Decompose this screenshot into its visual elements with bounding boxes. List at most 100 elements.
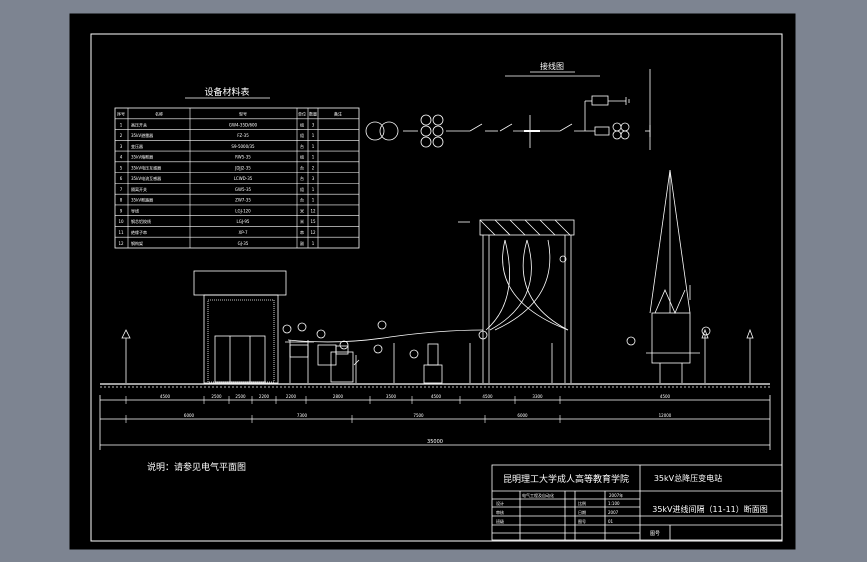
table-cell-qty: 12 bbox=[310, 230, 316, 235]
title-left-label-2: 审核 bbox=[496, 509, 504, 515]
table-cell-name: 35kV熔断器 bbox=[131, 154, 153, 160]
wiring-title: 接线图 bbox=[540, 61, 564, 71]
table-cell-name: 35kV避雷器 bbox=[131, 132, 153, 138]
table-cell-model: XP-7 bbox=[238, 230, 248, 235]
table-cell-name: 钢构架 bbox=[131, 240, 143, 246]
dimension-label: 6000 bbox=[184, 413, 195, 418]
dimension-label: 6000 bbox=[517, 413, 528, 418]
drawing-name: 35kV进线间隔（11-11）断面图 bbox=[652, 504, 768, 514]
title-left-label-1: 设计 bbox=[496, 500, 504, 506]
dimension-label: 4500 bbox=[160, 394, 171, 399]
table-cell-name: 变压器 bbox=[131, 143, 143, 149]
table-cell-no: 3 bbox=[120, 144, 123, 149]
dimension-label: 7300 bbox=[297, 413, 308, 418]
table-cell-name: 高压开关 bbox=[131, 121, 147, 127]
table-cell-no: 5 bbox=[120, 165, 123, 170]
dimension-label: 12000 bbox=[659, 413, 672, 418]
table-cell-qty: 3 bbox=[312, 176, 315, 181]
title-mid-label-2: 日期 bbox=[578, 509, 586, 515]
drawing-sheet bbox=[69, 13, 796, 550]
drawing-note: 说明：请参见电气平面图 bbox=[147, 461, 246, 473]
table-cell-qty: 1 bbox=[312, 187, 315, 192]
title-left-value-1: 电气工程及自动化 bbox=[522, 492, 554, 498]
table-cell-name: 导线 bbox=[131, 207, 139, 213]
dimension-label: 2500 bbox=[211, 394, 222, 399]
table-cell-model: JDJJ2-35 bbox=[234, 165, 251, 170]
title-left-label-3: 班级 bbox=[496, 518, 504, 524]
table-cell-qty: 1 bbox=[312, 133, 315, 138]
table-cell-qty: 1 bbox=[312, 198, 315, 203]
table-cell-unit: 副 bbox=[300, 240, 304, 246]
sheet-label: 图号 bbox=[650, 531, 660, 537]
table-cell-unit: 组 bbox=[300, 132, 304, 138]
table-cell-no: 9 bbox=[120, 208, 123, 213]
table-cell-model: S9-5000/35 bbox=[231, 144, 255, 149]
table-cell-unit: 台 bbox=[300, 197, 304, 203]
dimension-label: 3300 bbox=[532, 394, 543, 399]
table-cell-no: 8 bbox=[120, 198, 123, 203]
table-cell-name: 隔离开关 bbox=[131, 186, 147, 192]
table-cell-unit: 米 bbox=[300, 207, 304, 213]
table-cell-unit: 米 bbox=[300, 218, 304, 224]
table-header-cell: 型号 bbox=[239, 111, 247, 117]
table-cell-qty: 1 bbox=[312, 155, 315, 160]
section-view bbox=[99, 69, 771, 450]
table-header-cell: 名称 bbox=[155, 111, 163, 117]
table-header-cell: 单位 bbox=[298, 111, 306, 117]
table-header-cell: 备注 bbox=[334, 111, 342, 117]
table-cell-no: 12 bbox=[118, 241, 124, 246]
table-cell-qty: 1 bbox=[312, 144, 315, 149]
table-cell-no: 2 bbox=[120, 133, 123, 138]
table-cell-unit: 台 bbox=[300, 164, 304, 170]
table-cell-model: FZ-35 bbox=[237, 133, 249, 138]
dimension-label: 4500 bbox=[482, 394, 493, 399]
table-cell-no: 4 bbox=[120, 155, 123, 160]
dimension-row-2: 6000 7300 7500 6000 12000 bbox=[125, 413, 672, 423]
table-cell-unit: 组 bbox=[300, 121, 304, 127]
table-cell-model: RW5-35 bbox=[235, 155, 251, 160]
dimension-label: 4500 bbox=[660, 394, 671, 399]
table-cell-qty: 1 bbox=[312, 241, 315, 246]
project-name: 35kV总降压变电站 bbox=[654, 473, 722, 483]
table-cell-qty: 15 bbox=[310, 219, 316, 224]
table-cell-name: 35kV断路器 bbox=[131, 197, 153, 203]
title-mid-value-1: 1:100 bbox=[608, 501, 620, 506]
dimension-total: 35000 bbox=[427, 439, 443, 445]
dimension-label: 3500 bbox=[386, 394, 397, 399]
dimension-label: 2200 bbox=[286, 394, 297, 399]
title-mid-value-2: 2007 bbox=[608, 510, 619, 515]
dimension-label: 2200 bbox=[259, 394, 270, 399]
table-cell-qty: 2 bbox=[312, 165, 315, 170]
table-cell-unit: 组 bbox=[300, 154, 304, 160]
table-cell-name: 钢芯铝绞线 bbox=[131, 218, 151, 224]
table-cell-model: LGJ-95 bbox=[237, 219, 250, 224]
table-cell-model: ZW7-35 bbox=[235, 198, 251, 203]
title-mid-label-1: 比例 bbox=[578, 500, 586, 506]
table-cell-model: GW4-35D/600 bbox=[229, 122, 258, 127]
table-title: 设备材料表 bbox=[204, 86, 249, 98]
inner-border bbox=[90, 33, 783, 542]
table-cell-unit: 串 bbox=[300, 229, 304, 235]
table-cell-model: GJ-35 bbox=[238, 241, 249, 246]
table-cell-no: 10 bbox=[118, 219, 124, 224]
table-cell-qty: 12 bbox=[310, 208, 316, 213]
dimension-label: 2500 bbox=[235, 394, 246, 399]
table-cell-unit: 台 bbox=[300, 143, 304, 149]
table-cell-no: 1 bbox=[120, 122, 123, 127]
table-cell-unit: 组 bbox=[300, 186, 304, 192]
table-cell-no: 6 bbox=[120, 176, 123, 181]
dimension-label: 7500 bbox=[413, 413, 424, 418]
title-mid-value-3: 01 bbox=[608, 519, 614, 524]
table-cell-qty: 3 bbox=[312, 122, 315, 127]
title-mid-label-3: 图号 bbox=[578, 518, 586, 524]
table-cell-model: LCWD-35 bbox=[234, 176, 253, 181]
title-date-label: 2007年 bbox=[609, 492, 623, 498]
table-cell-name: 35kV电流互感器 bbox=[131, 175, 161, 181]
table-cell-unit: 台 bbox=[300, 175, 304, 181]
title-block bbox=[491, 464, 783, 541]
table-header-cell: 数量 bbox=[309, 111, 317, 117]
table-cell-no: 11 bbox=[118, 230, 124, 235]
